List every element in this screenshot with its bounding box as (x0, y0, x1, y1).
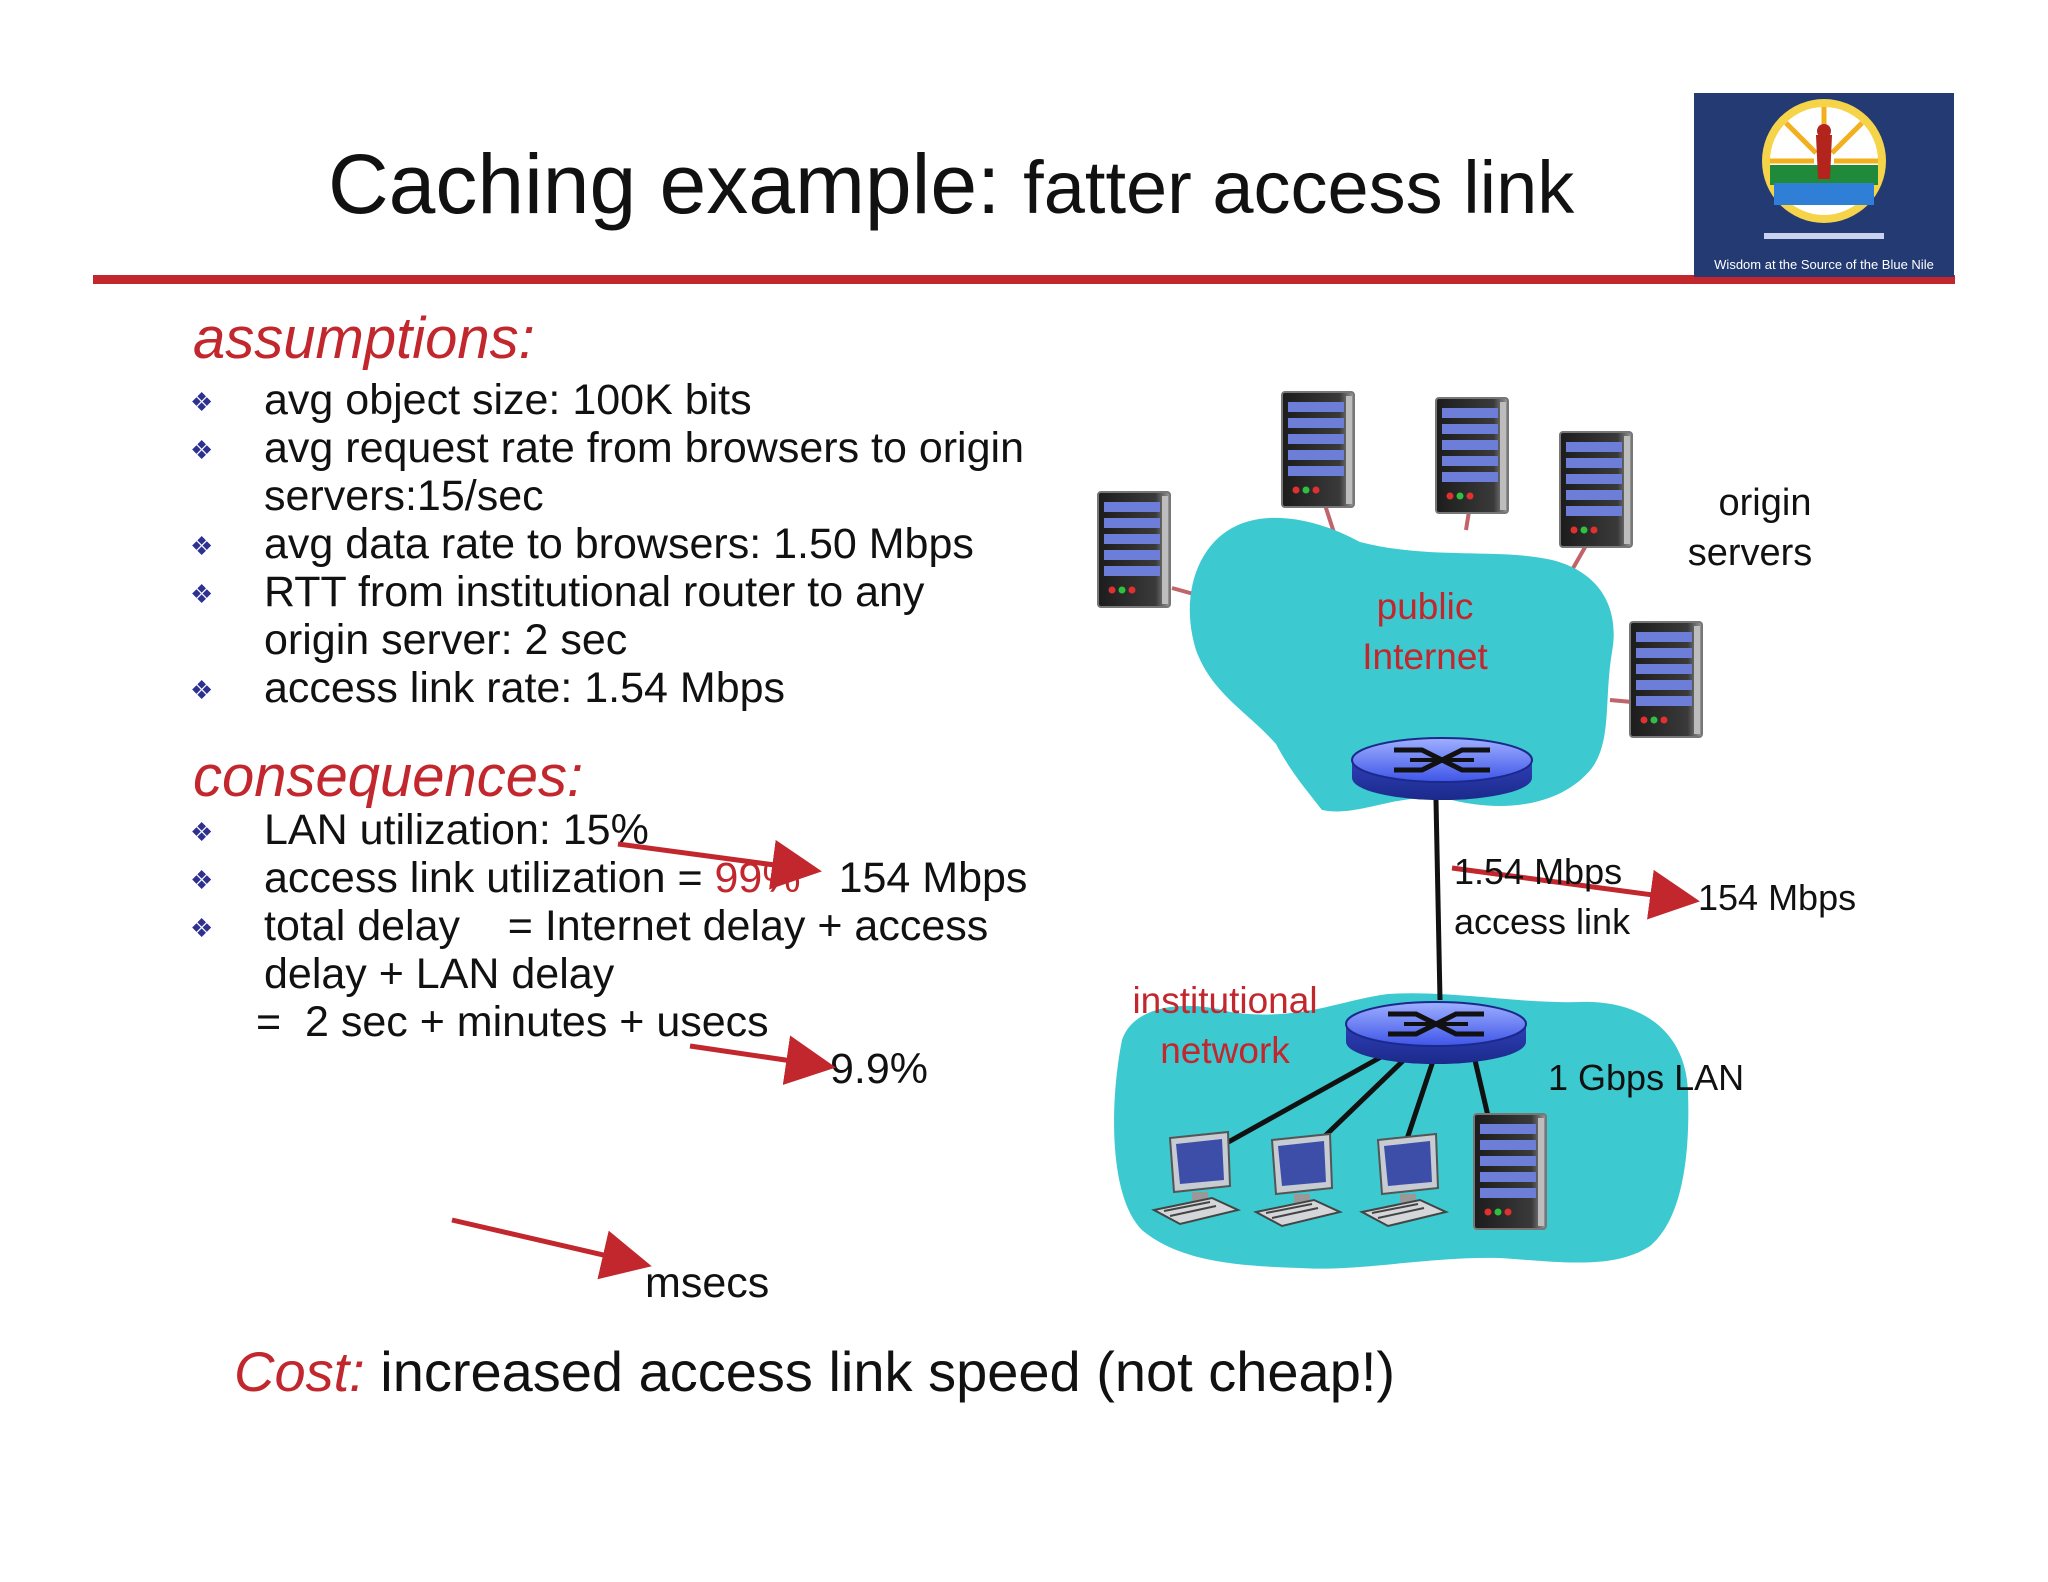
list-item: ❖avg object size: 100K bits (190, 376, 752, 424)
origin-server-icon (1435, 397, 1509, 514)
origin-servers-label: origin servers (1687, 482, 1813, 574)
list-item-continuation: = 2 sec + minutes + usecs (256, 998, 769, 1046)
list-item-continuation: servers:15/sec (264, 472, 544, 520)
list-item: ❖total delay = Internet delay + access (190, 902, 989, 950)
lan-server-icon (1473, 1113, 1547, 1230)
public-internet-cloud (1189, 517, 1614, 812)
university-logo (1694, 93, 1954, 277)
origin-server-icon (1559, 431, 1633, 548)
institutional-network-label: institutional network (1132, 980, 1318, 1071)
assumptions-list: ❖avg object size: 100K bits ❖avg request… (190, 376, 1024, 712)
access-rate-change-arrow (1451, 865, 1700, 920)
origin-server-icon (1281, 391, 1355, 508)
slide-title-main: Caching example: (328, 137, 1001, 231)
diamond-bullet-icon: ❖ (190, 913, 214, 943)
list-item: ❖RTT from institutional router to any (190, 568, 925, 616)
diamond-bullet-icon: ❖ (190, 435, 214, 465)
diamond-bullet-icon: ❖ (190, 865, 214, 895)
list-item: ❖avg request rate from browsers to origi… (190, 424, 1024, 472)
institutional-router-icon (1346, 1002, 1526, 1064)
diamond-bullet-icon: ❖ (190, 675, 214, 705)
cost-note: Cost: increased access link speed (not c… (234, 1344, 1395, 1400)
list-item-continuation: origin server: 2 sec (264, 616, 628, 664)
slide-title: Caching example: fatter access link (328, 142, 1574, 227)
delay-result-arrow (451, 1217, 652, 1280)
slide-title-sub: fatter access link (1023, 146, 1575, 229)
list-item: ❖LAN utilization: 15% (190, 806, 649, 854)
new-delay: msecs (645, 1259, 770, 1307)
cost-label: Cost: (234, 1340, 365, 1403)
access-link-label: access link (1454, 901, 1631, 942)
access-link-line (1433, 799, 1443, 1001)
consequences-heading: consequences: (193, 744, 584, 809)
utilization-result-arrow (689, 1035, 836, 1085)
diamond-bullet-icon: ❖ (190, 387, 214, 417)
new-utilization: 9.9% (830, 1045, 929, 1093)
access-link-new-rate: 154 Mbps (1698, 877, 1857, 918)
diamond-bullet-icon: ❖ (190, 579, 214, 609)
consequences-list: ❖LAN utilization: 15% ❖access link utili… (190, 806, 1027, 1046)
diamond-bullet-icon: ❖ (190, 531, 214, 561)
new-link-rate: 154 Mbps (838, 854, 1028, 902)
access-link-old-rate: 1.54 Mbps (1454, 851, 1623, 892)
sun-emblem-icon (1694, 93, 1954, 277)
lan-rate-label: 1 Gbps LAN (1548, 1057, 1745, 1098)
logo-caption: Wisdom at the Source of the Blue Nile (1714, 257, 1934, 272)
diamond-bullet-icon: ❖ (190, 817, 214, 847)
internet-router-icon (1352, 738, 1532, 800)
cost-text: increased access link speed (not cheap!) (364, 1340, 1396, 1403)
origin-server-icon (1629, 621, 1703, 738)
origin-server-icon (1097, 491, 1171, 608)
list-item: ❖avg data rate to browsers: 1.50 Mbps (190, 520, 974, 568)
utilization-change-arrow (617, 839, 822, 890)
public-internet-label: public Internet (1362, 586, 1488, 677)
list-item: ❖access link utilization = 99%154 Mbps (190, 854, 1028, 902)
list-item: ❖access link rate: 1.54 Mbps (190, 664, 786, 712)
list-item-continuation: delay + LAN delay (264, 950, 615, 998)
assumptions-heading: assumptions: (193, 306, 535, 371)
title-divider (93, 275, 1955, 284)
